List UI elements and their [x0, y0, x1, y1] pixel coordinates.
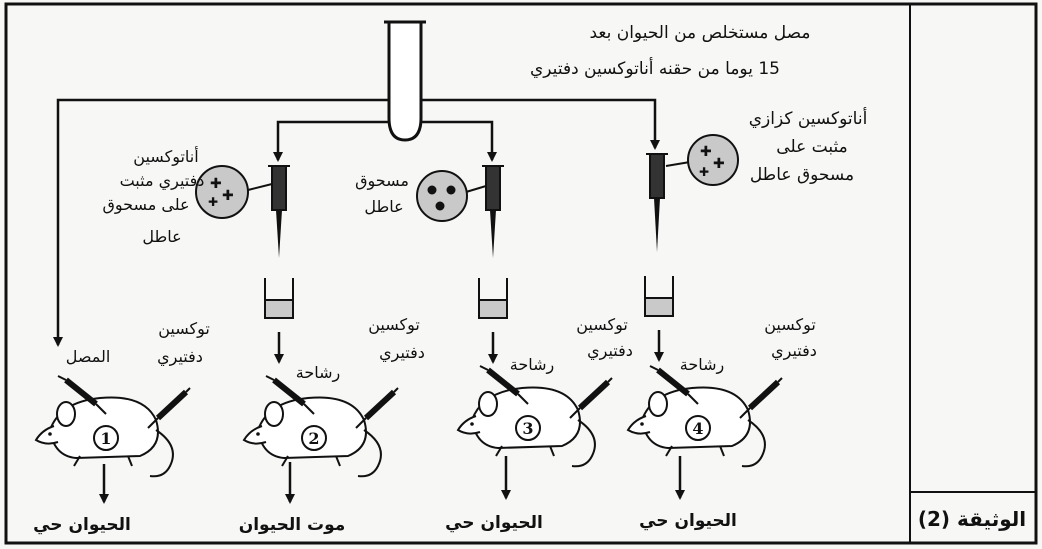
frame [4, 2, 1038, 545]
distribution-lines [53, 98, 660, 347]
mouse-number-3: 3 [515, 415, 541, 441]
antigen-circle-2: ✚ ✚ ✚ [195, 165, 273, 219]
svg-text:توكسين: توكسين [158, 319, 210, 339]
result-4: الحيوان حي [639, 511, 737, 531]
svg-text:رشاحة: رشاحة [296, 363, 340, 383]
svg-text:توكسين: توكسين [576, 315, 628, 335]
filtrate-tube-3 [478, 278, 508, 319]
svg-text:✚: ✚ [222, 188, 234, 204]
svg-text:عاطل: عاطل [364, 197, 403, 216]
serum-test-tube [384, 20, 426, 142]
svg-text:دفتيري: دفتيري [157, 347, 203, 367]
svg-text:1: 1 [100, 429, 111, 448]
svg-text:مسحوق عاطل: مسحوق عاطل [750, 165, 854, 185]
result-2: موت الحيوان [239, 515, 346, 535]
svg-text:✚: ✚ [700, 144, 712, 160]
syringe-2 [268, 165, 290, 258]
svg-text:دفتيري مثبت: دفتيري مثبت [120, 171, 205, 191]
svg-text:✚: ✚ [208, 195, 218, 209]
tube-to-mouse-arrows [274, 330, 664, 364]
serum-title-line2: 15 يوما من حقنه أناتوكسين دفتيري [530, 57, 780, 79]
filtrate-tube-2 [264, 278, 294, 319]
svg-text:✚: ✚ [713, 156, 725, 172]
antigen-label-4: أناتوكسين كزازي مثبت على مسحوق عاطل [749, 107, 868, 185]
right-syringe [739, 377, 783, 419]
left-syringe [57, 375, 107, 415]
document-label: الوثيقة (2) [918, 507, 1026, 531]
antigen-label-3: مسحوق عاطل [355, 171, 409, 216]
svg-text:عاطل: عاطل [142, 227, 181, 246]
svg-text:توكسين: توكسين [764, 315, 816, 335]
mouse-3: 3 [456, 365, 613, 468]
svg-text:دفتيري: دفتيري [379, 343, 425, 363]
svg-text:4: 4 [692, 419, 703, 438]
svg-text:رشاحة: رشاحة [680, 355, 724, 375]
mouse-number-1: 1 [93, 425, 119, 451]
svg-text:3: 3 [522, 419, 533, 438]
svg-text:✚: ✚ [699, 165, 709, 179]
result-3: الحيوان حي [445, 513, 543, 533]
syringe-4 [646, 153, 668, 252]
mouse-1: 1 [34, 375, 191, 478]
antigen-circle-3 [416, 170, 487, 222]
injection-labels-2: رشاحة توكسين دفتيري [296, 315, 425, 383]
svg-text:أناتوكسين: أناتوكسين [133, 146, 198, 167]
result-arrows [99, 456, 685, 504]
svg-text:المصل: المصل [66, 347, 111, 366]
result-1: الحيوان حي [33, 515, 131, 535]
left-syringe [479, 365, 529, 405]
svg-text:دفتيري: دفتيري [587, 341, 633, 361]
svg-text:✚: ✚ [210, 176, 222, 192]
svg-text:أناتوكسين كزازي: أناتوكسين كزازي [749, 107, 868, 129]
mouse-number-4: 4 [685, 415, 711, 441]
svg-text:دفتيري: دفتيري [771, 341, 817, 361]
svg-text:رشاحة: رشاحة [510, 355, 554, 375]
right-syringe [569, 377, 613, 419]
mouse-2: 2 [242, 375, 399, 478]
antigen-label-2: أناتوكسين دفتيري مثبت على مسحوق عاطل [102, 146, 204, 246]
syringe-3 [482, 165, 504, 258]
svg-text:مسحوق: مسحوق [355, 171, 409, 191]
left-syringe [649, 365, 699, 405]
injection-labels-3: رشاحة توكسين دفتيري [510, 315, 633, 375]
right-syringe [147, 387, 191, 429]
injection-labels-1: المصل توكسين دفتيري [66, 319, 210, 367]
svg-text:مثبت على: مثبت على [776, 137, 847, 157]
mouse-4: 4 [626, 365, 783, 468]
right-syringe [355, 387, 399, 429]
svg-text:2: 2 [308, 429, 319, 448]
serum-title-line1: مصل مستخلص من الحيوان بعد [589, 23, 810, 43]
filtrate-tube-4 [644, 276, 674, 317]
left-syringe [265, 375, 315, 415]
mouse-number-2: 2 [301, 425, 327, 451]
antigen-circle-4: ✚ ✚ ✚ [665, 134, 739, 186]
injection-labels-4: رشاحة توكسين دفتيري [680, 315, 817, 375]
svg-text:على مسحوق: على مسحوق [102, 195, 189, 215]
svg-text:توكسين: توكسين [368, 315, 420, 335]
